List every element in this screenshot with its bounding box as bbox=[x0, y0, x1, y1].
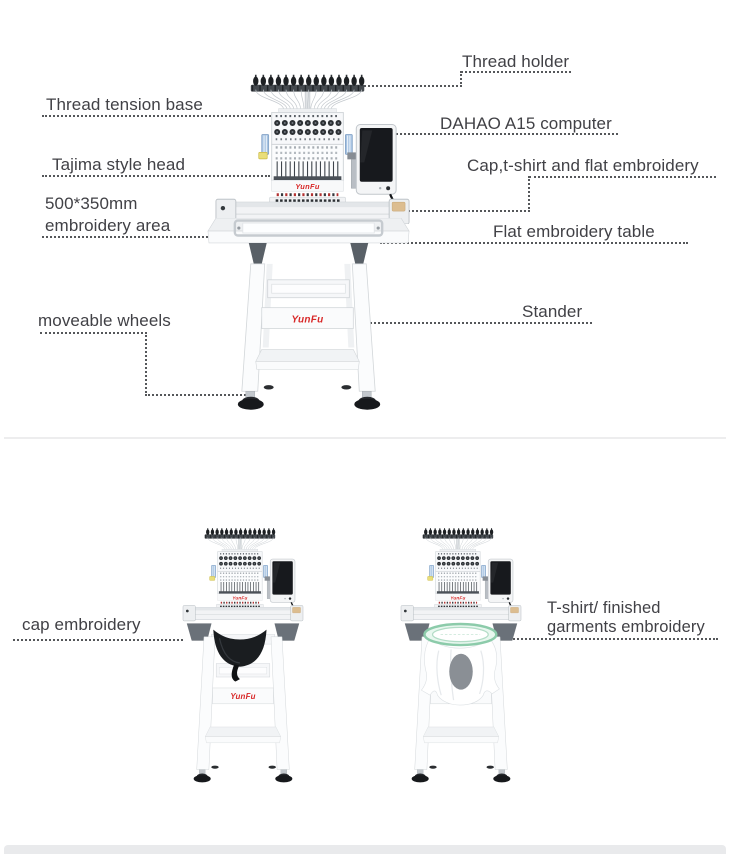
machine-cap-embroidery-image bbox=[176, 517, 310, 783]
leader-wheels-underline bbox=[40, 332, 147, 334]
leader-wheels-horizontal bbox=[145, 394, 246, 396]
leader-stander bbox=[367, 322, 592, 324]
tshirt-garment bbox=[420, 622, 500, 706]
leader-thread-holder-underline bbox=[461, 71, 571, 73]
leader-flat-table bbox=[380, 242, 688, 244]
label-tajima-head: Tajima style head bbox=[52, 155, 186, 174]
next-section-edge bbox=[4, 845, 726, 854]
leader-thread-holder-horizontal bbox=[364, 85, 462, 87]
section-divider bbox=[4, 437, 726, 439]
machine-tshirt-embroidery-image bbox=[394, 517, 528, 783]
cap-frame bbox=[213, 629, 267, 682]
leader-thread-holder-vertical bbox=[460, 71, 462, 87]
leader-wheels-vertical bbox=[145, 332, 147, 396]
leader-tshirt-embroidery bbox=[486, 638, 718, 640]
leader-tajima-head bbox=[42, 175, 270, 177]
leader-dahao-computer bbox=[391, 133, 618, 135]
machine-flat-embroidery-image bbox=[206, 60, 420, 411]
label-moveable-wheels: moveable wheels bbox=[38, 311, 171, 330]
label-cap-embroidery: cap embroidery bbox=[22, 615, 141, 634]
label-cap-tshirt-flat: Cap,t-shirt and flat embroidery bbox=[467, 156, 699, 175]
leader-cap-tshirt-vertical bbox=[528, 176, 530, 212]
label-thread-holder: Thread holder bbox=[462, 52, 570, 71]
label-dahao-computer: DAHAO A15 computer bbox=[440, 114, 612, 133]
label-embroidery-area: 500*350mm embroidery area bbox=[45, 194, 171, 235]
embroidery-opening bbox=[449, 653, 473, 690]
label-flat-table: Flat embroidery table bbox=[493, 222, 655, 241]
leader-cap-tshirt-horizontal bbox=[343, 210, 530, 212]
label-tshirt-embroidery: T-shirt/ finished garments embroidery bbox=[547, 599, 705, 636]
leader-cap-tshirt-underline bbox=[529, 176, 716, 178]
leader-embroidery-area bbox=[42, 236, 208, 238]
embroidery-hoop bbox=[423, 622, 498, 647]
leader-thread-tension-base bbox=[42, 115, 275, 117]
label-thread-tension-base: Thread tension base bbox=[46, 95, 203, 114]
label-stander: Stander bbox=[522, 302, 583, 321]
leader-cap-embroidery bbox=[13, 639, 183, 641]
